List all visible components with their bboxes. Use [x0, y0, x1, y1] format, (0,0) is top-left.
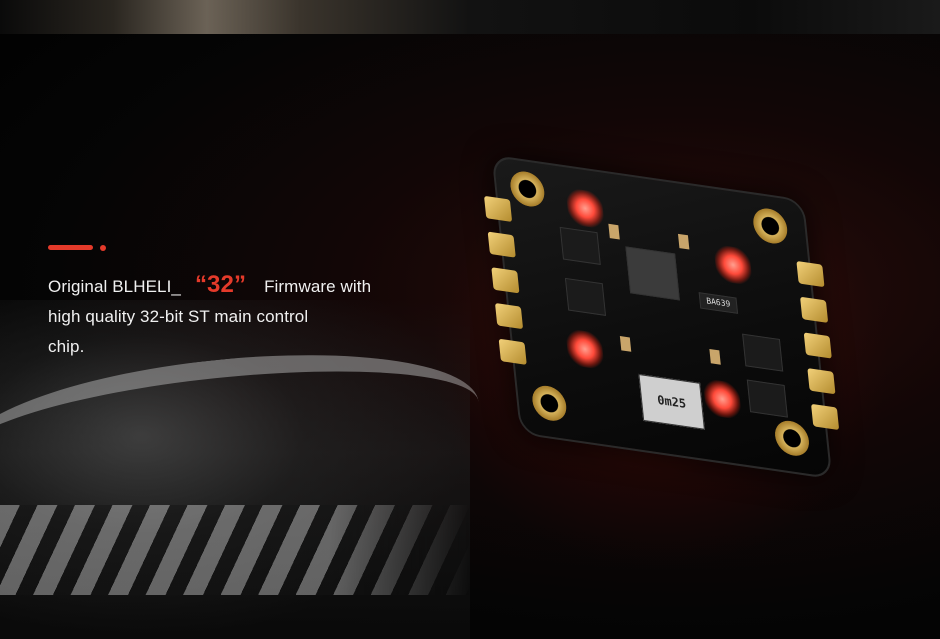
- solder-pad: [811, 403, 840, 431]
- race-track-background: [0, 300, 470, 639]
- solder-pad: [800, 296, 829, 323]
- mosfet: [559, 226, 601, 265]
- led-light: [565, 328, 605, 371]
- text-line-2: high quality 32-bit ST main control: [48, 307, 309, 326]
- capacitor: [619, 336, 632, 352]
- text-firmware-with: Firmware with: [264, 277, 372, 296]
- led-light: [702, 378, 743, 421]
- led-light: [565, 187, 606, 230]
- capacitor: [709, 348, 721, 365]
- feature-description: Original BLHELI_ “32” Firmware with high q…: [48, 270, 418, 362]
- text-original-blheli: Original BLHELI_: [48, 277, 181, 296]
- solder-pad: [491, 267, 520, 294]
- solder-pad: [796, 260, 825, 288]
- ic-label: BA639: [698, 292, 739, 314]
- mosfet: [746, 379, 788, 418]
- top-image-strip: [0, 0, 940, 34]
- solder-pad: [807, 368, 836, 395]
- solder-pad: [498, 338, 527, 365]
- solder-pad: [803, 332, 832, 359]
- solder-pad: [494, 302, 524, 330]
- mount-hole: [751, 206, 789, 246]
- solder-pad: [487, 231, 516, 258]
- track-stripes: [0, 505, 470, 595]
- text-line-3: chip.: [48, 337, 85, 356]
- capacitor: [677, 233, 690, 250]
- led-light: [713, 243, 753, 286]
- accent-dot-decoration: [100, 245, 106, 251]
- capacitor: [608, 223, 620, 240]
- mount-hole: [508, 169, 547, 209]
- esc-board-photo: 0m25 BA639: [410, 140, 890, 570]
- mosfet: [564, 277, 607, 316]
- mosfet: [742, 333, 784, 372]
- accent-line-decoration: [48, 245, 93, 250]
- mount-hole: [530, 383, 569, 424]
- highlight-32: “32”: [194, 271, 247, 298]
- mount-hole: [773, 418, 811, 459]
- inductor-top: [625, 246, 680, 301]
- inductor-label: 0m25: [638, 373, 705, 430]
- solder-pad: [483, 195, 513, 222]
- esc-board: 0m25 BA639: [483, 154, 840, 480]
